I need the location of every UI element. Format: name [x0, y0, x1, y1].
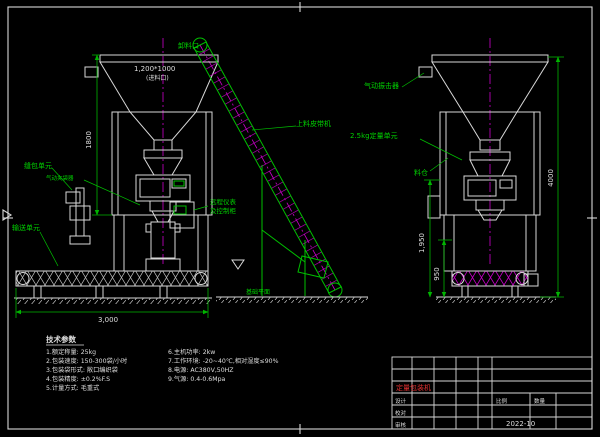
title-block-drawing-title: 定量包装机 [396, 383, 431, 392]
label-bag-clamp: 气动夹袋器 [46, 174, 74, 182]
vibrator-bracket [418, 66, 433, 78]
label-silo: 料仓 [414, 168, 428, 177]
leader-lines [39, 72, 463, 267]
label-remote-line2: 及控制柜 [210, 206, 237, 215]
discharge-conveyor [14, 270, 212, 304]
title-block-qty-label: 数量 [534, 397, 546, 405]
sewing-unit [65, 187, 91, 245]
control-cabinet [169, 201, 195, 229]
tech-param-item: 9.气源: 0.4-0.6Mpa [168, 375, 226, 383]
label-discharge-port: 卸料口 [178, 41, 199, 50]
label-dosing-unit: 2.5kg定量单元 [350, 131, 398, 140]
tech-param-item: 3.包装袋形式: 敞口编织袋 [46, 366, 118, 374]
label-feed-belt: 上料皮带机 [296, 119, 331, 128]
machine-leg [443, 214, 455, 272]
left-packing-machine [84, 54, 219, 272]
machine-leg [525, 214, 537, 272]
machine-leg [113, 214, 125, 272]
bag [150, 221, 176, 259]
vibrator-bracket [84, 66, 99, 78]
dim-right-low-height: 950 [433, 267, 441, 280]
tech-params-title: 技术参数 [46, 334, 76, 344]
title-block-drawing-no: 2022-10 [506, 420, 535, 428]
label-hopper-size: 1,200*1000 [134, 65, 175, 73]
label-vibrator: 气动振击器 [364, 81, 399, 90]
level-symbol-icon [231, 259, 245, 270]
machine-leg [197, 214, 209, 272]
right-packing-machine [418, 54, 556, 303]
tech-param-item: 2.包装速度: 150-300袋/小时 [46, 357, 127, 365]
label-sewing-unit: 缝包单元 [24, 161, 52, 170]
inclined-belt-conveyor [192, 37, 368, 303]
dim-conveyor-length: 3,000 [98, 316, 118, 324]
tech-param-item: 6.主机功率: 2kw [168, 348, 215, 356]
motor-box [523, 273, 539, 287]
label-conveyor-unit: 输送单元 [12, 223, 40, 232]
title-block-row-check: 校对 [395, 409, 407, 417]
feed-hopper [297, 255, 329, 279]
tech-params-block: 技术参数 1.额定称量: 25kg 2.包装速度: 150-300袋/小时 3.… [46, 334, 279, 392]
datum-arrow-icon [2, 209, 13, 221]
label-remote-line1: 远程仪表 [210, 197, 237, 206]
label-hopper-port: (进料口) [146, 74, 169, 82]
title-block [391, 356, 593, 430]
tech-param-item: 8.电源: AC380V,50HZ [168, 366, 234, 374]
dimension-lines [15, 54, 564, 318]
title-block-row-approve: 审核 [395, 421, 407, 429]
tech-param-item: 1.额定称量: 25kg [46, 348, 96, 356]
dim-overall-height: 4000 [547, 169, 555, 187]
dim-right-mid-height: 1,950 [418, 233, 426, 253]
dim-left-height: 1800 [85, 131, 93, 149]
tech-param-item: 7.工作环境: -20~40℃,相对湿度≤90% [168, 357, 279, 365]
tech-param-item: 4.包装精度: ±0.2%F.S [46, 375, 110, 383]
roller-conveyor [451, 270, 529, 287]
title-block-row-design: 设计 [395, 397, 407, 405]
title-block-scale-label: 比例 [496, 397, 508, 405]
tech-param-item: 5.计量方式: 毛重式 [46, 384, 99, 392]
label-ground-note: 基础平面 [246, 288, 270, 296]
